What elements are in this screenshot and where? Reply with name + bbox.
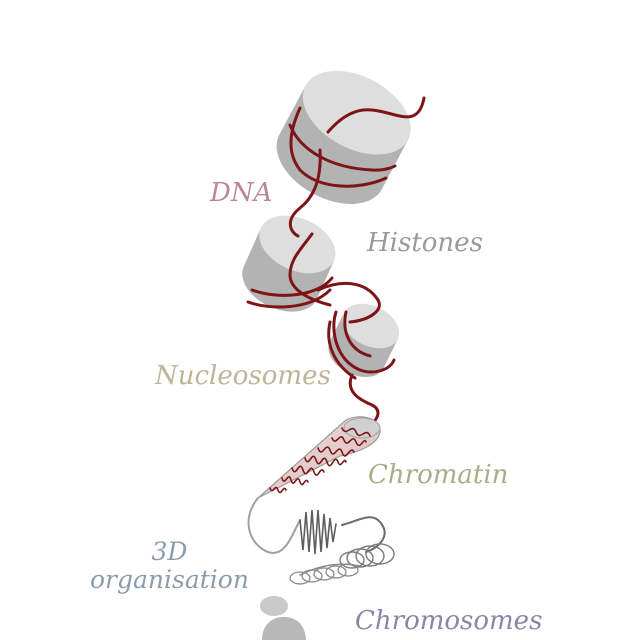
- label-histones: Histones: [367, 228, 483, 258]
- label-chromosomes: Chromosomes: [355, 606, 543, 636]
- label-nucleosomes: Nucleosomes: [155, 361, 331, 391]
- label-3d-line2: organisation: [90, 565, 249, 594]
- histone-disc-2: [242, 215, 336, 312]
- label-dna: DNA: [210, 178, 273, 208]
- label-3d-line1: 3D: [151, 537, 188, 566]
- dna-strand: [246, 96, 426, 426]
- chromosome-shapes: [260, 596, 306, 640]
- coiled-fiber: [247, 497, 395, 585]
- histone-disc-3: [328, 303, 400, 378]
- label-chromatin: Chromatin: [368, 460, 509, 490]
- label-3d-organisation: 3D organisation: [90, 538, 249, 594]
- chromatin-fiber: [257, 416, 381, 499]
- histone-disc-1: [276, 70, 411, 204]
